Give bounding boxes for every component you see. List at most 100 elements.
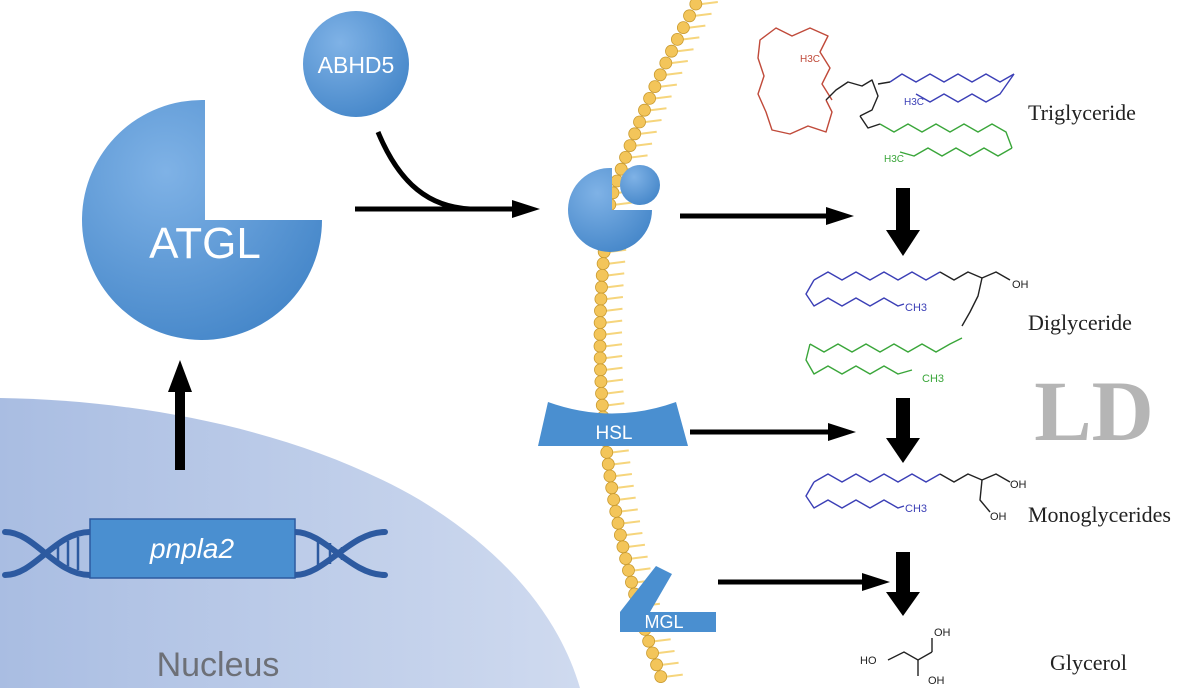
lipid-head	[665, 44, 678, 58]
lipid-tail	[606, 319, 623, 324]
atgl-activity-arrow	[680, 207, 854, 225]
tri-h3c-green: H3C	[884, 154, 904, 165]
lipid-tail	[614, 461, 631, 466]
lipid-head	[653, 68, 667, 82]
di-ch3-blue: CH3	[905, 302, 927, 314]
lipid-tail	[605, 331, 623, 336]
atgl-abhd5-complex	[568, 165, 660, 252]
lipid-head	[607, 493, 621, 507]
lipid-tail	[628, 543, 646, 548]
lipid-droplet-label: LD	[1034, 363, 1153, 459]
lipid-tail	[645, 119, 662, 123]
lipid-tail	[631, 555, 648, 560]
lipid-tail	[615, 201, 632, 206]
lipid-head	[593, 339, 607, 353]
glycerol-ho: HO	[860, 655, 877, 667]
lipid-head	[638, 103, 651, 117]
lipid-tail	[605, 343, 623, 348]
lipid-head	[683, 9, 696, 23]
lipid-head	[593, 327, 607, 341]
lipid-head	[600, 445, 614, 459]
lipid-tail	[695, 12, 712, 17]
lipid-head	[594, 292, 608, 306]
lipid-head	[593, 316, 607, 330]
lipid-tail	[623, 520, 641, 525]
lipid-tail	[609, 260, 626, 265]
lipid-tail	[654, 638, 671, 643]
di-oh: OH	[1012, 279, 1029, 291]
lipid-tail	[683, 36, 700, 41]
lipid-tail	[635, 142, 653, 147]
triglyceride-structure	[757, 27, 1015, 157]
lipid-head	[650, 658, 663, 672]
lipid-head	[642, 634, 656, 648]
glycerol-structure	[887, 638, 933, 676]
lipid-head	[659, 56, 673, 70]
lipid-head	[595, 398, 609, 412]
lipid-head	[595, 386, 608, 400]
lipid-tail	[606, 296, 624, 300]
lipid-tail	[634, 567, 651, 572]
gene-box	[89, 518, 296, 579]
glycerol-oh-bottom: OH	[928, 675, 945, 687]
lipid-tail	[606, 366, 623, 371]
lipid-tail	[640, 130, 657, 135]
lipid-head	[689, 0, 703, 11]
lipid-tail	[671, 60, 688, 64]
tri-h3c-blue: H3C	[904, 97, 924, 108]
lipid-head	[595, 268, 609, 282]
lipid-tail	[658, 650, 675, 654]
lipid-head	[633, 115, 646, 129]
gene-label: pnpla2	[149, 533, 235, 564]
lipid-head	[611, 516, 625, 530]
dna-helix	[2, 529, 388, 578]
glycerol-label: Glycerol	[1050, 650, 1127, 675]
monoglyceride-structure	[805, 473, 1011, 513]
mgl-label: MGL	[644, 612, 683, 632]
lipid-head	[595, 280, 608, 294]
lipid-head	[594, 375, 608, 389]
lipid-head	[593, 351, 607, 365]
hsl-label: HSL	[596, 423, 633, 444]
lipid-tail	[662, 661, 679, 666]
lipid-tail	[660, 83, 677, 88]
diglyceride-label: Diglyceride	[1028, 310, 1132, 335]
lipid-tail	[677, 48, 694, 53]
lipid-tail	[606, 307, 623, 312]
lipid-tail	[606, 355, 623, 359]
lipid-head	[619, 552, 633, 565]
tri-h3c-red: H3C	[800, 54, 820, 65]
atgl-protein	[82, 99, 323, 340]
lipid-head	[596, 257, 610, 271]
reaction-arrows	[886, 188, 920, 616]
lipid-head	[613, 528, 627, 542]
mgl-protein	[620, 566, 716, 632]
expression-arrow	[168, 360, 192, 470]
lipid-tail	[607, 390, 624, 395]
lipid-head	[676, 21, 690, 35]
lipid-head	[622, 564, 635, 577]
lipid-tail	[701, 1, 718, 5]
lipid-head	[605, 481, 619, 495]
mono-oh-2: OH	[990, 511, 1007, 523]
nucleus-label: Nucleus	[157, 646, 280, 684]
lipid-head	[625, 575, 638, 589]
lipid-head	[623, 139, 637, 153]
lipid-tail	[666, 71, 683, 76]
lipid-head	[594, 363, 607, 377]
lipid-tail	[689, 24, 706, 29]
atgl-label: ATGL	[149, 219, 261, 268]
lipid-head	[601, 457, 615, 471]
lipid-tail	[615, 473, 633, 477]
mono-ch3: CH3	[905, 503, 927, 515]
lipid-tail	[617, 484, 634, 489]
lipid-head	[643, 92, 656, 105]
triglyceride-label: Triglyceride	[1028, 100, 1136, 125]
binding-arrow	[355, 131, 540, 218]
lipid-head	[648, 80, 662, 93]
glycerol-oh-top: OH	[934, 627, 951, 639]
lipid-tail	[621, 508, 638, 513]
lipid-head	[603, 469, 617, 483]
lipid-tail	[608, 402, 625, 407]
